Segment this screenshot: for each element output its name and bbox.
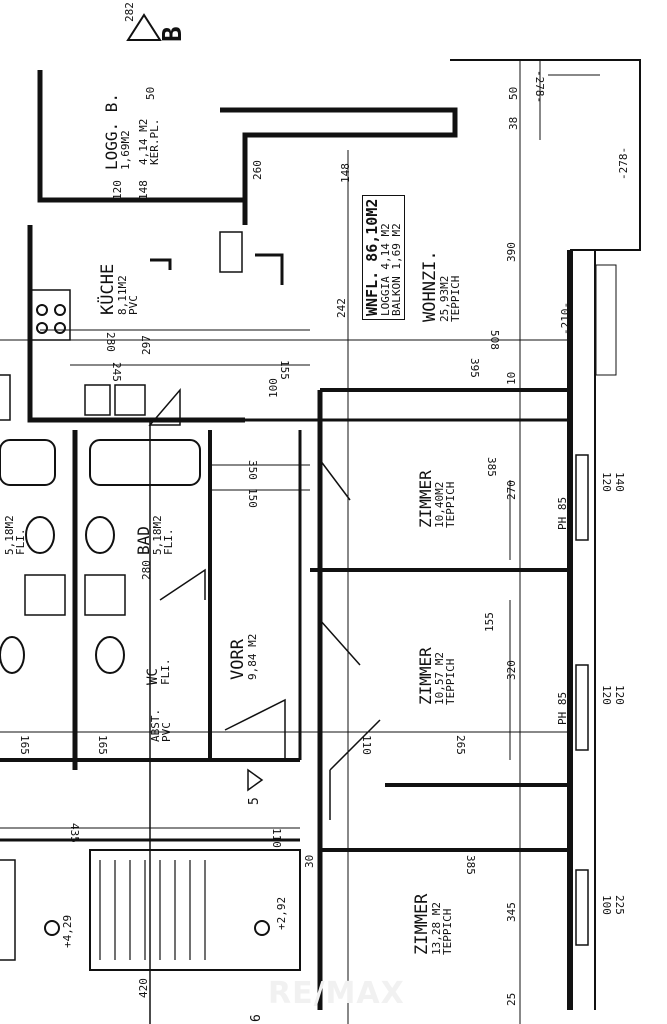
- dim-label: 38: [507, 116, 520, 130]
- room-vorr: VORR 9,84 M2: [228, 633, 259, 680]
- dim-label: 120: [600, 472, 613, 492]
- dim-label: 508: [488, 330, 501, 350]
- elevation-label: +2,92: [275, 896, 288, 930]
- dim-label: 280: [104, 332, 117, 352]
- dim-label: 225: [613, 895, 626, 915]
- dim-label: 110: [270, 828, 283, 848]
- room-floor: FLI.: [159, 658, 172, 686]
- room-floor: TEPPICH: [444, 481, 457, 528]
- room-floor: TEPPICH: [444, 658, 457, 705]
- dim-label: 265: [454, 735, 467, 755]
- dim-label: 155: [483, 612, 496, 632]
- dim-label: 50: [507, 86, 520, 100]
- dim-label: 110: [360, 735, 373, 755]
- dim-label: 155: [278, 360, 291, 380]
- dim-label: 420: [137, 978, 150, 998]
- room-floor: TEPPICH: [449, 275, 462, 322]
- room-kueche: KÜCHE 8,11M2 PVC: [98, 263, 140, 315]
- room-bad: BAD 5,18M2 FLI.: [134, 515, 175, 556]
- dim-label: 390: [505, 242, 518, 262]
- total-area-title: WNFL. 86,10M2: [363, 198, 381, 316]
- dim-label: 148: [339, 163, 352, 183]
- room-floor: PVC: [160, 722, 173, 742]
- dim-label: 242: [335, 298, 348, 318]
- dim-label: -278-: [533, 70, 546, 104]
- room-zimmer-3: ZIMMER 13,28 M2 TEPPICH: [412, 893, 454, 955]
- watermark: RE/MAX: [268, 976, 405, 1011]
- dim-label: 10: [505, 371, 518, 385]
- dim-label: 50: [144, 86, 157, 100]
- dim-label: 350: [246, 460, 259, 480]
- section-mark: 5: [247, 797, 262, 805]
- room-name: ZIMMER: [416, 647, 435, 705]
- dim-label: 120: [613, 685, 626, 705]
- elevation-label: +4,29: [61, 914, 74, 948]
- dim-label: 345: [505, 902, 518, 922]
- room-name: ZIMMER: [416, 470, 435, 528]
- room-floor: FLI.: [162, 528, 175, 556]
- dim-label: -278-: [617, 146, 630, 180]
- dim-label: 25: [505, 992, 518, 1006]
- dim-label: 120: [111, 180, 124, 200]
- section-marker: B: [158, 26, 188, 42]
- room-area: 9,84 M2: [246, 633, 259, 680]
- dim-label: 297: [140, 335, 153, 355]
- dim-label: 435: [68, 823, 81, 843]
- dim-label: -210-: [559, 301, 572, 335]
- room-wohnzimmer: WOHNZI. 25,93M2 TEPPICH: [420, 250, 462, 322]
- room-name: BAD: [134, 526, 153, 555]
- dim-label: 100: [267, 378, 280, 398]
- dim-label: 30: [303, 854, 316, 868]
- room-loggia-b-details: 4,14 M2 KER.PL.: [137, 118, 161, 165]
- dim-label: 148: [137, 180, 150, 200]
- dim-label: 385: [485, 457, 498, 477]
- dim-label: 140: [613, 472, 626, 492]
- room-floor: FLI.: [14, 528, 27, 556]
- dim-label: 320: [505, 660, 518, 680]
- dim-section-marker: 282: [123, 2, 136, 22]
- dim-label: PH 85: [556, 496, 569, 530]
- room-name: LOGG. B.: [102, 92, 121, 170]
- room-floor: PVC: [127, 295, 140, 315]
- room-wc: WC FLI.: [145, 658, 172, 686]
- dim-label: 150: [246, 488, 259, 508]
- room-loggia-b: LOGG. B. 1,69M2: [102, 92, 132, 170]
- total-area-balkon: BALKON 1,69 M2: [390, 223, 403, 316]
- dim-label: 165: [96, 735, 109, 755]
- room-bad-left: 5,18M2 FLI.: [3, 515, 27, 556]
- dim-label: 385: [464, 855, 477, 875]
- room-name: ZIMMER: [412, 893, 432, 955]
- room-name: WOHNZI.: [420, 250, 440, 322]
- dim-label: 260: [251, 160, 264, 180]
- room-zimmer-2: ZIMMER 10,57 M2 TEPPICH: [416, 647, 457, 705]
- room-name: WC: [145, 668, 161, 685]
- room-floor: KER.PL.: [148, 118, 161, 165]
- dim-label: 395: [468, 358, 481, 378]
- room-abst: ABST. PVC: [149, 709, 173, 742]
- dim-label: 270: [505, 480, 518, 500]
- dim-label: 120: [600, 685, 613, 705]
- dim-label: PH 85: [556, 691, 569, 725]
- room-name: KÜCHE: [98, 263, 118, 315]
- dim-label: 100: [600, 895, 613, 915]
- section-mark: 6: [249, 1014, 264, 1022]
- dim-label: 280: [140, 560, 153, 580]
- room-area: 1,69M2: [119, 130, 132, 170]
- room-floor: TEPPICH: [441, 908, 454, 955]
- total-area-box: WNFL. 86,10M2 LOGGIA 4,14 M2 BALKON 1,69…: [362, 194, 405, 320]
- dim-label: 245: [110, 362, 123, 382]
- dim-label: 165: [18, 735, 31, 755]
- room-name: VORR: [228, 639, 248, 680]
- room-zimmer-1: ZIMMER 10,40M2 TEPPICH: [416, 470, 457, 528]
